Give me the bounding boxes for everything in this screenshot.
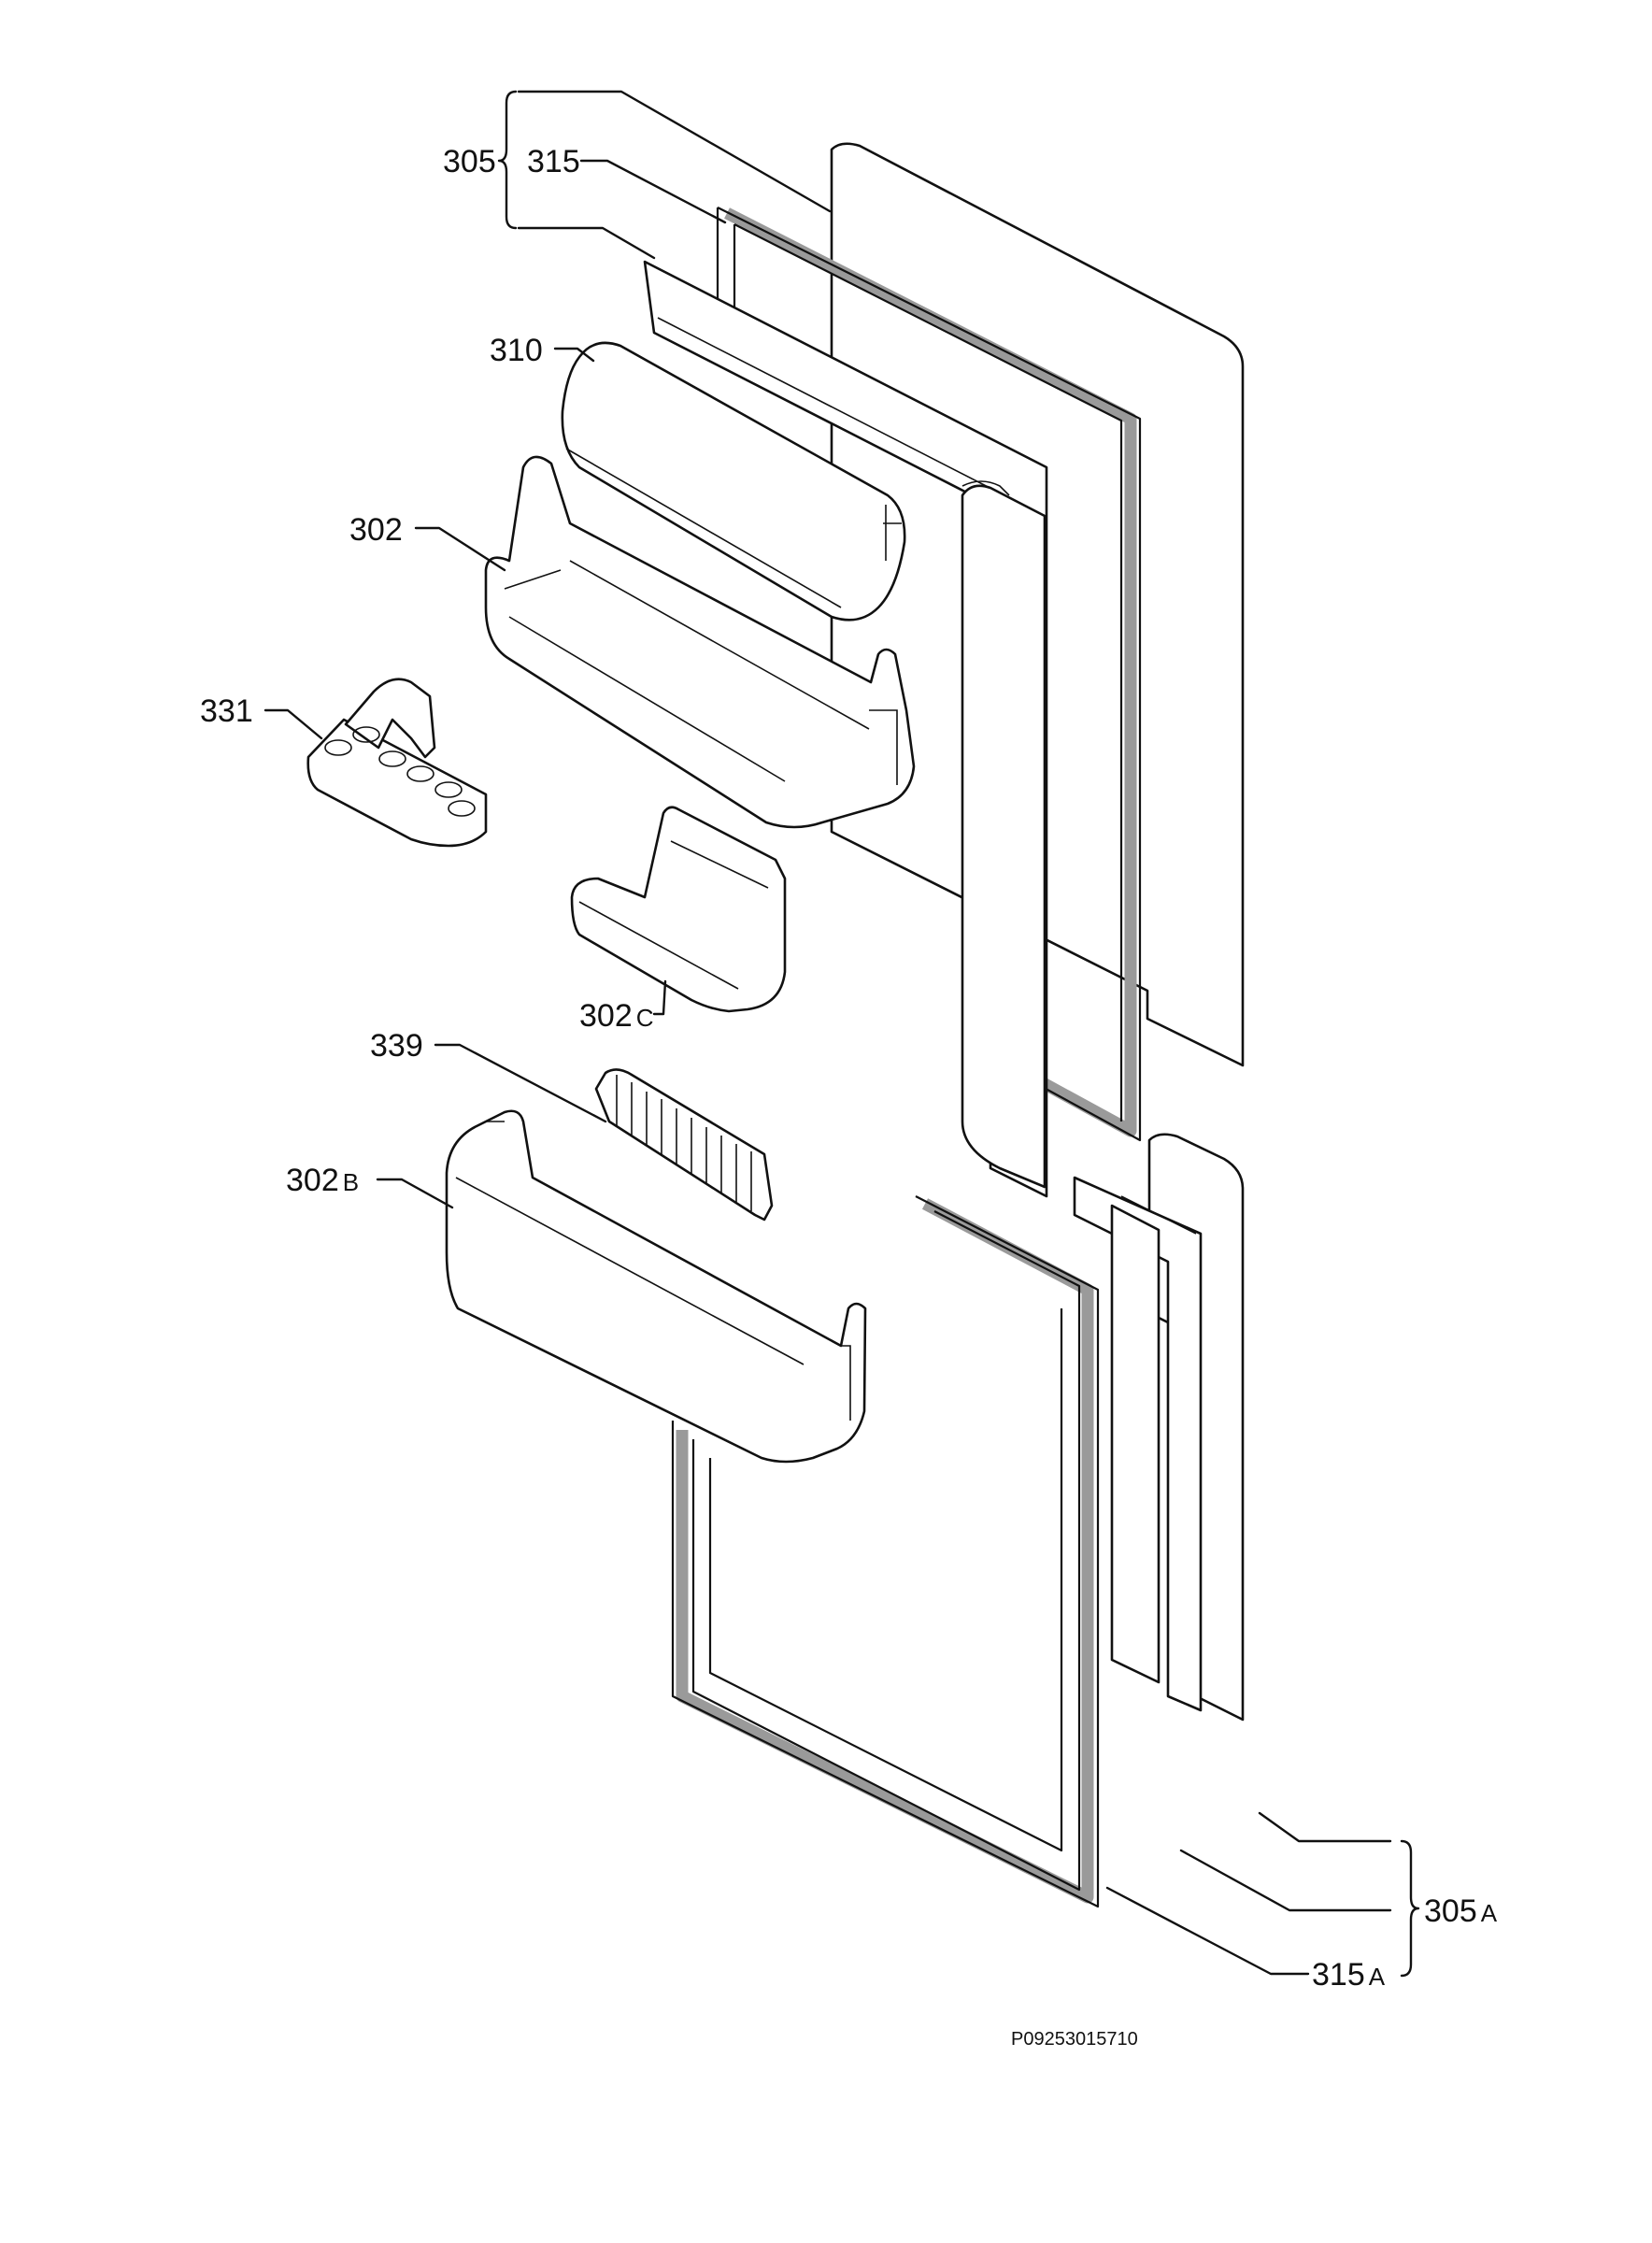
label-315a: 315 A xyxy=(1312,1957,1386,1993)
lower-door-bin xyxy=(445,1109,867,1464)
upper-door-gasket xyxy=(716,207,1142,1142)
label-302c: 302 C xyxy=(579,998,654,1034)
egg-tray xyxy=(306,678,488,848)
dairy-compartment-flap xyxy=(561,341,906,621)
part-labels: 305 315 310 302 331 302 C 339 302 B 305 … xyxy=(200,144,1498,2050)
label-331: 331 xyxy=(200,693,253,729)
label-302: 302 xyxy=(349,512,403,548)
lower-door-panel xyxy=(1073,1133,1245,1722)
upper-inner-liner xyxy=(643,260,1048,1198)
label-310: 310 xyxy=(490,333,543,368)
lower-door-gasket xyxy=(671,1195,1100,1908)
label-305: 305 xyxy=(443,144,496,179)
small-door-shelf xyxy=(570,806,787,1013)
leader-lines xyxy=(263,90,1420,1978)
label-302b: 302 B xyxy=(286,1163,359,1198)
label-315: 315 xyxy=(527,144,580,179)
label-305a: 305 A xyxy=(1424,1893,1498,1929)
label-339: 339 xyxy=(370,1028,423,1064)
bottle-retainer xyxy=(594,1068,774,1222)
drawing-code: P09253015710 xyxy=(1011,2029,1138,2050)
door-shelf xyxy=(484,455,916,829)
